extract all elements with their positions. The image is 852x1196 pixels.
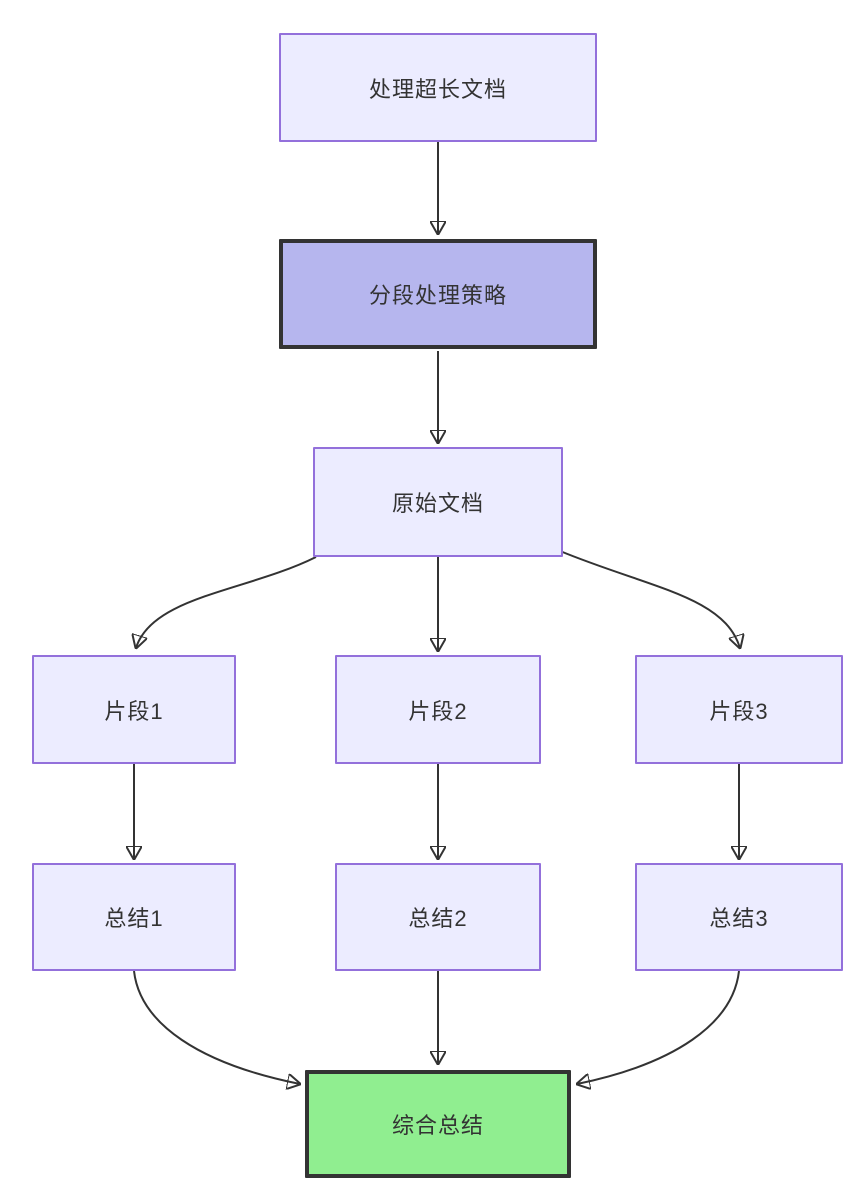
node-label: 分段处理策略: [368, 283, 507, 308]
node-label: 片段2: [408, 698, 468, 724]
node-summary-2: 总结2: [335, 863, 541, 971]
node-label: 总结2: [408, 906, 468, 931]
node-segment-2: 片段2: [335, 655, 541, 764]
node-segment-1: 片段1: [32, 655, 236, 764]
node-original-doc: 原始文档: [313, 447, 563, 557]
node-label: 原始文档: [391, 491, 484, 516]
edge-original-to-segment1: [136, 556, 317, 648]
node-label: 综合总结: [391, 1113, 484, 1138]
node-final-summary: 综合总结: [305, 1070, 571, 1178]
edge-summary3-to-final: [577, 970, 740, 1084]
node-label: 处理超长文档: [368, 76, 507, 102]
node-process-long-doc: 处理超长文档: [279, 33, 597, 142]
node-segmentation-strategy: 分段处理策略: [279, 239, 597, 349]
node-label: 片段3: [709, 698, 769, 724]
node-summary-3: 总结3: [635, 863, 843, 971]
edge-summary1-to-final: [133, 970, 300, 1084]
edge-original-to-segment3: [559, 550, 740, 648]
node-label: 总结3: [709, 906, 769, 931]
node-label: 片段1: [104, 698, 164, 724]
node-summary-1: 总结1: [32, 863, 236, 971]
node-segment-3: 片段3: [635, 655, 843, 764]
node-label: 总结1: [104, 906, 164, 931]
